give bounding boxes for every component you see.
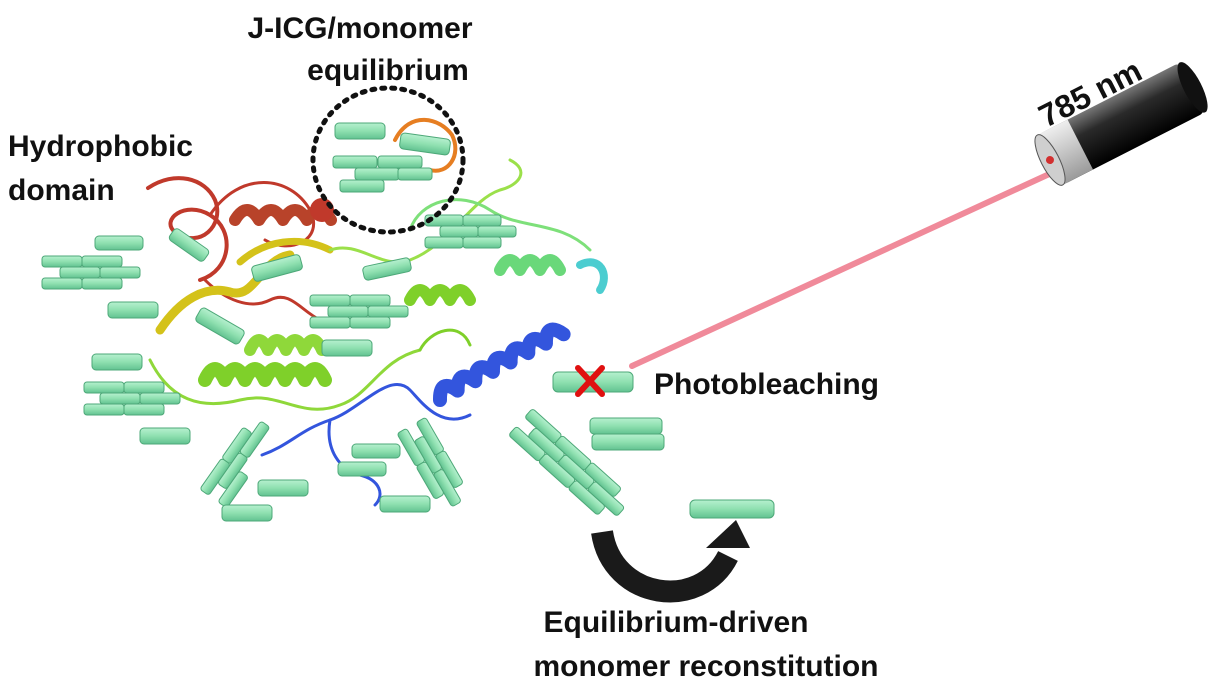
monomer-bar [81,277,123,290]
monomer-bar [327,305,369,318]
monomer-bar [99,392,141,405]
monomer-bar [239,421,270,458]
monomer-bar [351,443,401,459]
monomer-bar [332,155,378,169]
monomer-bar [123,381,165,394]
photobleaching-label: Photobleaching [654,368,879,401]
monomer-bar [416,461,444,499]
monomer-bar [309,294,351,307]
monomer-bar [349,294,391,307]
monomer-bar [139,392,181,405]
monomer-bar [81,255,123,268]
monomer-bar [397,167,433,181]
protein-ribbon [146,117,608,507]
monomer-bar [321,339,373,357]
monomer-bar [41,277,83,290]
hydrophobic-label-line2: domain [8,174,115,207]
monomer-bar [377,155,423,169]
monomer-bar [123,403,165,416]
monomer-bar [424,236,464,249]
laser-device-icon [1034,62,1208,186]
monomer-bar [379,495,431,513]
monomer-bar [334,122,386,140]
monomer-bar [168,228,210,262]
monomer-bar [83,403,125,416]
monomer-bar [139,427,191,445]
monomer-bar [462,236,502,249]
hydrophobic-label-line1: Hydrophobic [8,130,193,163]
reconstitution-label-line1: Equilibrium-driven [543,606,808,639]
monomer-bar [99,266,141,279]
monomer-bar [257,479,309,497]
monomer-bar [339,179,385,193]
monomer-bar [477,225,517,238]
monomer-bar [337,461,387,477]
monomer-bar [251,254,303,282]
monomer-bar [589,417,663,435]
monomer-bar [591,433,665,451]
monomer-bar [41,255,83,268]
equilibrium-label-line2: equilibrium [307,54,469,87]
red-x-icon [575,365,605,397]
equilibrium-label-line1: J-ICG/monomer [247,12,472,45]
monomer-bar [91,353,143,371]
monomer-bar [221,504,273,522]
monomer-bar [195,307,245,345]
reconstitution-label-line2: monomer reconstitution [533,650,878,683]
monomer-bar [107,301,159,319]
monomer-bar [362,257,412,281]
curved-arrow-icon [591,520,750,603]
monomer-bar [399,132,451,156]
monomer-bar [689,499,775,519]
laser-beam [629,167,1061,369]
monomer-bar [367,305,409,318]
icg-monomers [41,122,775,522]
monomer-bar [354,167,400,181]
monomer-bar [462,214,502,227]
monomer-bar [568,480,605,515]
monomer-bar [59,266,101,279]
monomer-bar [83,381,125,394]
monomer-bar [94,235,144,251]
monomer-bar [309,316,351,329]
equilibrium-circle [310,85,466,235]
monomer-bar [218,471,248,508]
monomer-bar [439,225,479,238]
monomer-bar [349,316,391,329]
